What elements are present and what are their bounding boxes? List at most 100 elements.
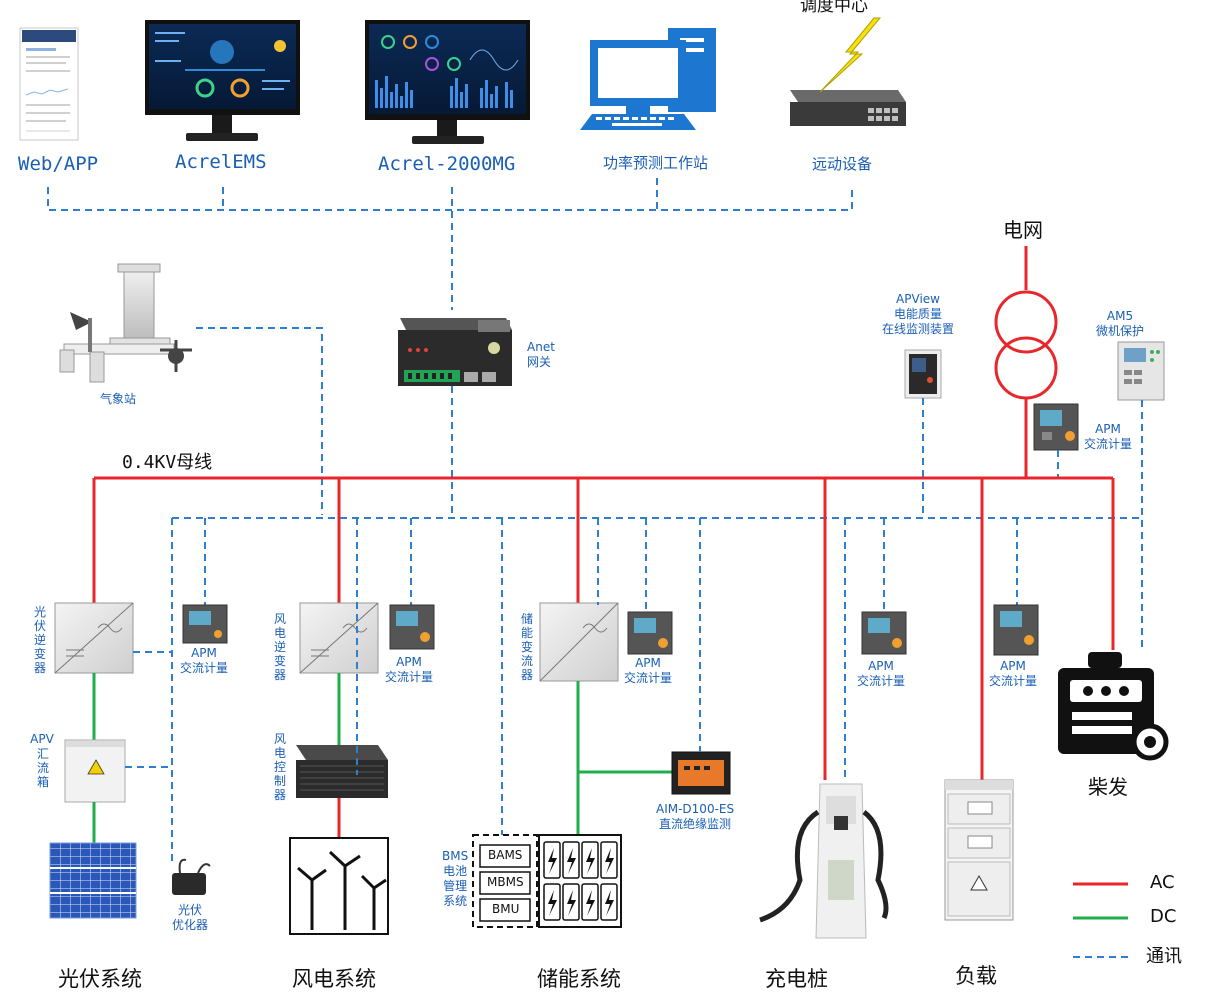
am5-label: AM5 微机保护 bbox=[1096, 309, 1144, 339]
charging-pile-icon bbox=[759, 783, 889, 939]
apm-label-wind: APM 交流计量 bbox=[385, 655, 433, 685]
acrel-2000mg-monitor-icon bbox=[365, 20, 530, 144]
apm-meter-icon-grid bbox=[1033, 403, 1079, 451]
grid-transformer-icon bbox=[994, 246, 1058, 478]
apm-meter-icon-charger bbox=[861, 611, 907, 655]
diesel-label: 柴发 bbox=[1088, 775, 1128, 799]
apm-label-charger: APM 交流计量 bbox=[857, 659, 905, 689]
bottom-label-pv: 光伏系统 bbox=[58, 967, 142, 991]
gateway-label-line1: Anet bbox=[527, 340, 555, 354]
apm-meter-icon-pv bbox=[182, 604, 228, 644]
bms-label-line2: 电池 bbox=[443, 864, 468, 878]
web-app-label: Web/APP bbox=[18, 153, 99, 175]
bms-label: BMS 电池 管理 系统 bbox=[442, 849, 468, 909]
pv-comm-lines bbox=[125, 518, 206, 862]
pv-optimizer-label: 光伏 优化器 bbox=[172, 903, 208, 933]
wind-inverter-icon bbox=[299, 602, 379, 674]
apm-meter-icon-wind bbox=[389, 604, 435, 650]
acrel-ems-label: AcrelEMS bbox=[175, 151, 267, 173]
remote-device-label: 远动设备 bbox=[812, 155, 873, 173]
dispatch-center-label: 调度中心 bbox=[800, 0, 868, 16]
wind-controller-label: 风电控制器 bbox=[273, 732, 286, 802]
storage-comm-lines bbox=[501, 518, 701, 835]
forecast-workstation-icon bbox=[580, 28, 716, 130]
bms-label-line3: 管理 bbox=[443, 879, 468, 893]
lightning-icon bbox=[819, 17, 882, 93]
mbms-label: MBMS bbox=[487, 875, 524, 889]
apm-label-grid-desc: 交流计量 bbox=[1084, 437, 1133, 451]
bams-label: BAMS bbox=[488, 848, 523, 862]
legend-ac-label: AC bbox=[1150, 872, 1175, 893]
battery-rack-icon bbox=[538, 834, 622, 928]
weather-comm-line bbox=[196, 327, 323, 515]
pv-inverter-icon bbox=[54, 602, 134, 674]
bottom-label-wind: 风电系统 bbox=[292, 967, 376, 991]
apm-label-load-name: APM bbox=[1000, 659, 1026, 673]
apm-label-charger-desc: 交流计量 bbox=[857, 674, 906, 688]
bmu-label: BMU bbox=[492, 902, 520, 916]
charger-comm-lines bbox=[844, 518, 885, 780]
apm-label-grid: APM 交流计量 bbox=[1084, 422, 1132, 452]
bottom-label-load: 负载 bbox=[955, 964, 997, 988]
pv-optimizer-icon bbox=[172, 858, 211, 895]
am5-label-line1: AM5 bbox=[1106, 309, 1134, 323]
bms-box-icon bbox=[472, 834, 538, 928]
gateway-label: Anet 网关 bbox=[527, 340, 555, 370]
apm-label-wind-desc: 交流计量 bbox=[385, 670, 434, 684]
weather-station-icon bbox=[59, 263, 192, 383]
apm-label-load: APM 交流计量 bbox=[989, 659, 1037, 689]
apview-device-icon bbox=[904, 349, 942, 399]
load-cabinet-icon bbox=[944, 779, 1014, 921]
wind-turbine-icon bbox=[289, 837, 389, 935]
pv-combiner-label: APV bbox=[30, 732, 54, 747]
storage-pcs-label: 储能变流器 bbox=[520, 612, 533, 682]
acrel-2000mg-label: Acrel-2000MG bbox=[378, 153, 516, 175]
apm-label-pv-name: APM bbox=[191, 646, 217, 660]
aim-label: AIM-D100-ES 直流绝缘监测 bbox=[656, 802, 734, 832]
pv-combiner-name: 汇流箱 bbox=[36, 747, 49, 789]
am5-device-icon bbox=[1117, 341, 1165, 401]
weather-station-label: 气象站 bbox=[100, 392, 137, 406]
am5-label-line2: 微机保护 bbox=[1096, 324, 1145, 338]
apm-label-storage-desc: 交流计量 bbox=[624, 671, 673, 685]
wind-inverter-label: 风电逆变器 bbox=[273, 612, 286, 682]
apm-meter-icon-storage bbox=[627, 611, 673, 655]
remote-device-icon bbox=[790, 90, 906, 126]
storage-pcs-icon bbox=[539, 602, 619, 682]
apm-label-storage-name: APM bbox=[635, 656, 661, 670]
legend bbox=[1073, 882, 1128, 958]
forecast-workstation-label: 功率预测工作站 bbox=[603, 154, 709, 172]
apm-label-pv-desc: 交流计量 bbox=[180, 661, 229, 675]
pv-inverter-label: 光伏逆变器 bbox=[33, 605, 46, 675]
pv-optimizer-line2: 优化器 bbox=[172, 918, 209, 932]
bms-label-line1: BMS bbox=[442, 849, 469, 863]
aim-label-line1: AIM-D100-ES bbox=[656, 802, 735, 816]
top-comm-lines bbox=[47, 178, 853, 310]
anet-gateway-icon bbox=[398, 318, 512, 386]
gateway-label-line2: 网关 bbox=[527, 355, 552, 369]
pv-optimizer-line1: 光伏 bbox=[178, 903, 203, 917]
diesel-generator-icon bbox=[1048, 650, 1169, 761]
aim-monitor-icon bbox=[671, 751, 731, 795]
pv-panel-icon bbox=[49, 842, 137, 919]
apview-label: APView 电能质量 在线监测装置 bbox=[882, 292, 954, 337]
apview-label-line2: 电能质量 bbox=[894, 307, 943, 321]
apm-label-load-desc: 交流计量 bbox=[989, 674, 1038, 688]
apm-meter-icon-load bbox=[993, 604, 1039, 656]
aim-label-line2: 直流绝缘监测 bbox=[659, 817, 732, 831]
acrel-ems-monitor-icon bbox=[145, 20, 300, 141]
apm-label-grid-name: APM bbox=[1095, 422, 1121, 436]
legend-dc-label: DC bbox=[1150, 906, 1177, 927]
web-app-screen-icon bbox=[19, 27, 79, 141]
pv-combiner-box-icon bbox=[64, 739, 126, 803]
pv-combiner-prefix: APV bbox=[30, 732, 54, 746]
apm-label-charger-name: APM bbox=[868, 659, 894, 673]
bms-label-line4: 系统 bbox=[443, 894, 468, 908]
wind-comm-lines bbox=[356, 518, 412, 775]
apview-label-line3: 在线监测装置 bbox=[882, 322, 955, 336]
wind-controller-icon bbox=[296, 745, 388, 798]
apm-label-storage: APM 交流计量 bbox=[624, 656, 672, 686]
bus-label: 0.4KV母线 bbox=[122, 452, 213, 473]
apm-label-wind-name: APM bbox=[396, 655, 422, 669]
